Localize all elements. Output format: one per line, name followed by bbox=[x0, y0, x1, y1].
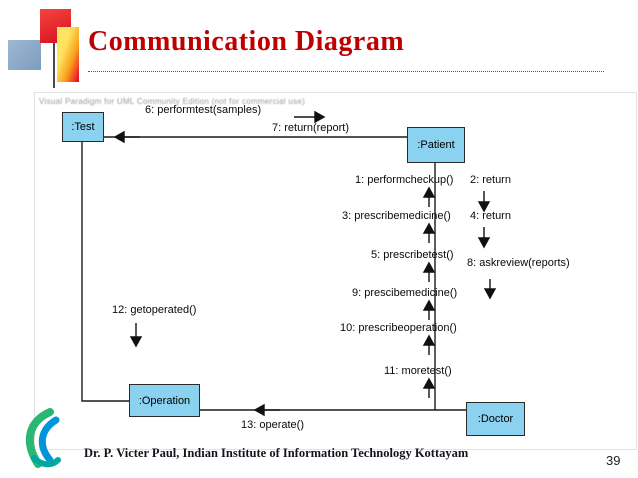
message-6-label: 6: performtest(samples) bbox=[145, 104, 262, 116]
decor-yellow-bar bbox=[57, 27, 79, 82]
message-13-label: 13: operate() bbox=[241, 419, 304, 431]
object-patient-label: :Patient bbox=[417, 139, 455, 151]
message-2-label: 2: return bbox=[470, 174, 511, 186]
message-3-label: 3: prescribemedicine() bbox=[342, 210, 451, 222]
message-11-label: 11: moretest() bbox=[384, 365, 452, 377]
message-7-label: 7: return(report) bbox=[272, 122, 350, 134]
footer-credit: Dr. P. Victer Paul, Indian Institute of … bbox=[84, 446, 469, 460]
decor-blue-square bbox=[8, 40, 41, 70]
message-9-label: 9: prescibemedicine() bbox=[352, 287, 458, 299]
object-doctor: :Doctor bbox=[466, 402, 525, 436]
object-operation: :Operation bbox=[129, 384, 200, 417]
diagram-canvas bbox=[34, 92, 637, 450]
decor-vertical-line bbox=[53, 14, 55, 88]
institute-logo bbox=[26, 408, 61, 468]
title-underline bbox=[88, 71, 604, 72]
object-test: :Test bbox=[62, 112, 104, 142]
slide-title: Communication Diagram bbox=[88, 26, 405, 57]
message-12-label: 12: getoperated() bbox=[112, 304, 197, 316]
message-8-label: 8: askreview(reports) bbox=[467, 257, 570, 269]
message-1-label: 1: performcheckup() bbox=[355, 174, 454, 186]
object-test-label: :Test bbox=[71, 121, 95, 133]
object-patient: :Patient bbox=[407, 127, 465, 163]
diagram-watermark: Visual Paradigm for UML Community Editio… bbox=[39, 97, 306, 106]
object-doctor-label: :Doctor bbox=[477, 413, 514, 425]
message-4-label: 4: return bbox=[470, 210, 511, 222]
message-10-label: 10: prescribeoperation() bbox=[340, 322, 457, 334]
object-operation-label: :Operation bbox=[138, 394, 191, 407]
message-5-label: 5: prescribetest() bbox=[371, 249, 454, 261]
page-number: 39 bbox=[606, 453, 621, 468]
